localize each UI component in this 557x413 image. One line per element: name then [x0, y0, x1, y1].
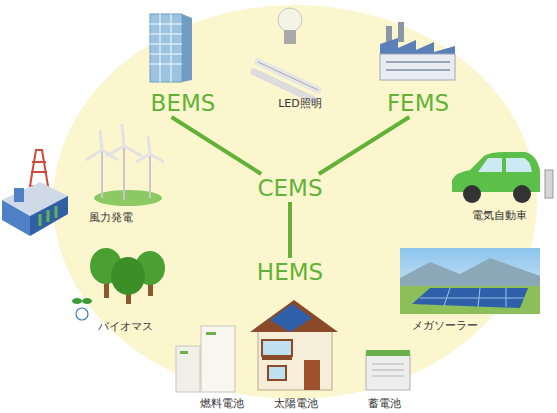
icon-caption: 風力発電	[89, 212, 133, 224]
led-icon	[254, 8, 318, 100]
solar-panels	[412, 288, 528, 308]
house-wall	[258, 330, 332, 390]
charger	[545, 170, 553, 198]
house-roof	[250, 300, 338, 332]
pylon-arms	[31, 162, 47, 172]
house-door	[304, 360, 320, 390]
building-windows	[150, 14, 182, 82]
fuel-cell-unit	[201, 326, 235, 392]
plant-side	[30, 196, 68, 236]
led-tube	[254, 72, 314, 100]
battery-top	[366, 350, 410, 356]
system-node: CEMS	[250, 174, 330, 202]
logo-leaf	[72, 298, 82, 304]
biomass-logo	[72, 298, 92, 320]
building-front	[150, 14, 182, 82]
car-body	[452, 152, 540, 192]
car-window	[478, 158, 532, 172]
house-window	[262, 340, 292, 356]
fuel-cell-mark	[180, 351, 188, 354]
icon-caption: メガソーラー	[412, 320, 478, 332]
building-side	[182, 14, 192, 82]
background-ellipse	[53, 5, 537, 399]
house-balcony	[262, 356, 292, 360]
tower	[149, 154, 151, 198]
bulb-base	[284, 30, 296, 44]
chimney	[398, 22, 404, 42]
node-label: HEMS	[257, 261, 323, 284]
system-node: HEMS	[254, 258, 326, 286]
battery-vents	[372, 364, 404, 376]
icon-caption: LED照明	[278, 98, 322, 110]
power-plant-icon	[2, 150, 68, 236]
node-label: FEMS	[387, 92, 449, 115]
solar-ground	[400, 286, 540, 314]
battery-icon	[366, 350, 410, 390]
grass	[94, 190, 162, 206]
mega-solar-icon	[400, 248, 540, 314]
fuel-cell-mark	[206, 332, 216, 335]
car-wheel	[513, 185, 531, 203]
connector-line	[171, 117, 261, 174]
logo-leaf	[82, 298, 92, 304]
system-node: FEMS	[382, 89, 454, 117]
system-node: BEMS	[147, 89, 219, 117]
node-label: BEMS	[151, 92, 216, 115]
factory-roof	[380, 38, 455, 80]
fuel-cell-unit	[176, 346, 200, 392]
house-window	[268, 366, 286, 380]
biomass-trees	[90, 248, 165, 304]
icon-caption: 電気自動車	[472, 210, 527, 222]
connector-line	[319, 117, 410, 174]
tower	[123, 146, 125, 200]
factory-wall	[380, 54, 455, 80]
tree-crown	[111, 257, 145, 295]
solar-mountain	[400, 258, 540, 290]
wind-turbine-icon	[86, 124, 164, 206]
blades	[136, 136, 164, 162]
icon-caption: 蓄電池	[368, 398, 401, 410]
plant-block	[14, 188, 24, 202]
turbine	[86, 124, 164, 200]
pylon	[30, 150, 48, 186]
icon-caption: 燃料電池	[200, 398, 244, 410]
fuel-cell-icon	[176, 326, 235, 392]
car-wheel	[463, 185, 481, 203]
icon-caption: 太陽電池	[274, 398, 318, 410]
solar-sky	[400, 248, 540, 314]
plant-tanks	[40, 206, 56, 226]
blades	[106, 124, 142, 156]
house-solar-panel	[270, 304, 312, 332]
tower	[101, 150, 103, 198]
node-label: CEMS	[257, 177, 322, 200]
building-icon	[150, 14, 192, 82]
icon-caption: バイオマス	[98, 321, 153, 333]
factory-icon	[380, 22, 455, 80]
blades	[86, 130, 118, 160]
bulb-glass	[278, 8, 302, 32]
logo-globe	[76, 308, 88, 320]
plant-side	[2, 200, 30, 236]
battery-body	[366, 354, 410, 390]
house-icon	[250, 300, 338, 390]
led-tube-edge	[258, 62, 318, 90]
panel-grid	[420, 288, 524, 307]
electric-car-icon	[452, 152, 553, 203]
factory-windows	[386, 62, 450, 70]
connector-line	[288, 202, 292, 258]
